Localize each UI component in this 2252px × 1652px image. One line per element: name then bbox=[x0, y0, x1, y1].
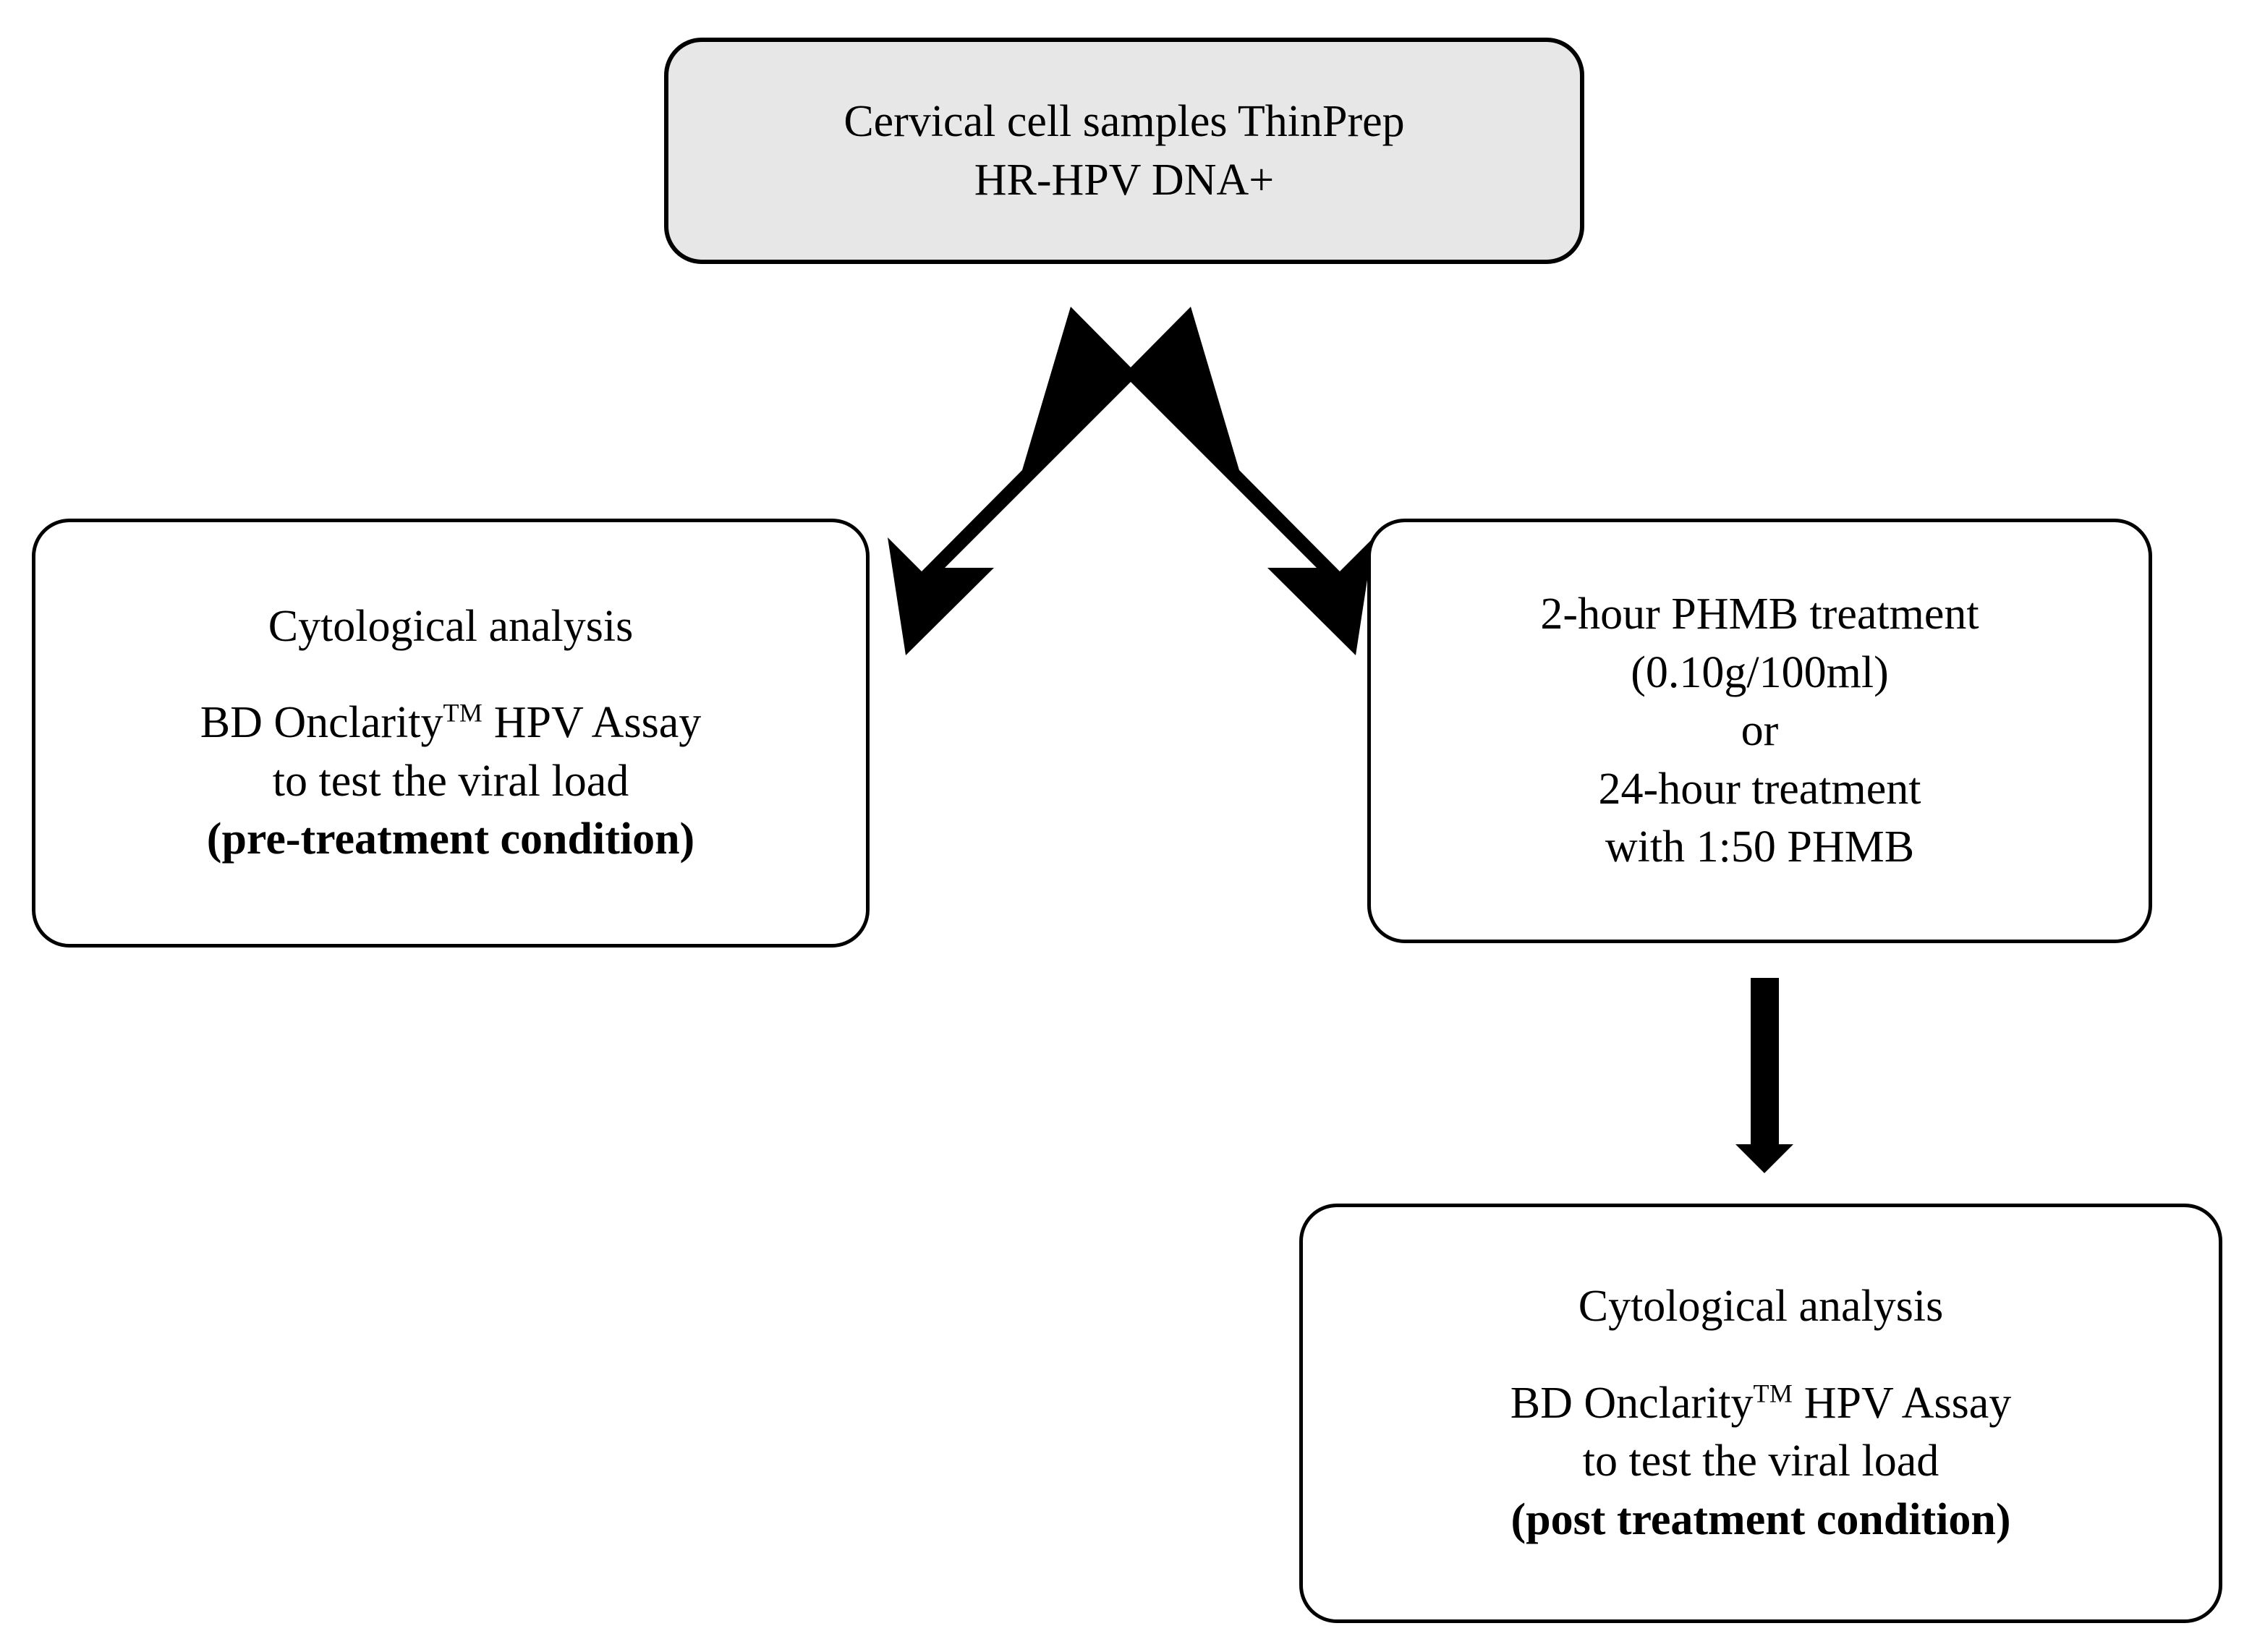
node-source-line-1: Cervical cell samples ThinPrep bbox=[844, 96, 1405, 146]
arrow-source-to-treatment bbox=[1123, 307, 1374, 655]
node-pre-condition-label: (pre-treatment condition) bbox=[206, 814, 695, 864]
node-cervical-samples[interactable]: Cervical cell samples ThinPrep HR-HPV DN… bbox=[664, 38, 1584, 264]
node-post-line-3: to test the viral load bbox=[1582, 1436, 1939, 1486]
node-treatment-line-1: 2-hour PHMB treatment bbox=[1540, 589, 1979, 639]
node-post-trademark-mark: TM bbox=[1753, 1379, 1793, 1408]
arrow-source-to-pre-treatment bbox=[888, 307, 1138, 655]
node-treatment-line-3: or bbox=[1741, 706, 1779, 756]
node-pre-treatment-analysis[interactable]: Cytological analysis BD OnclarityTM HPV … bbox=[32, 519, 870, 948]
node-pre-trademark-mark: TM bbox=[443, 698, 483, 728]
node-pre-line-3: to test the viral load bbox=[272, 756, 629, 806]
node-post-treatment-analysis[interactable]: Cytological analysis BD OnclarityTM HPV … bbox=[1299, 1204, 2222, 1623]
node-post-line-1: Cytological analysis bbox=[1578, 1282, 1944, 1332]
node-pre-assay-line: BD OnclarityTM HPV Assay bbox=[200, 694, 701, 752]
node-phmb-treatment[interactable]: 2-hour PHMB treatment (0.10g/100ml) or 2… bbox=[1367, 519, 2152, 943]
arrow-treatment-to-post-treatment bbox=[1735, 978, 1793, 1173]
node-post-assay-line: BD OnclarityTM HPV Assay bbox=[1510, 1374, 2011, 1433]
node-treatment-line-2: (0.10g/100ml) bbox=[1631, 647, 1889, 697]
node-post-condition-label: (post treatment condition) bbox=[1510, 1494, 2011, 1544]
node-post-assay-head: BD Onclarity bbox=[1510, 1378, 1754, 1428]
node-treatment-line-5: with 1:50 PHMB bbox=[1605, 822, 1915, 872]
node-post-assay-tail: HPV Assay bbox=[1793, 1378, 2012, 1428]
node-treatment-line-4: 24-hour treatment bbox=[1598, 764, 1921, 814]
node-pre-line-1: Cytological analysis bbox=[268, 601, 634, 651]
node-pre-assay-tail: HPV Assay bbox=[483, 698, 702, 748]
node-pre-assay-head: BD Onclarity bbox=[200, 698, 443, 748]
node-source-line-2: HR-HPV DNA+ bbox=[974, 155, 1275, 205]
